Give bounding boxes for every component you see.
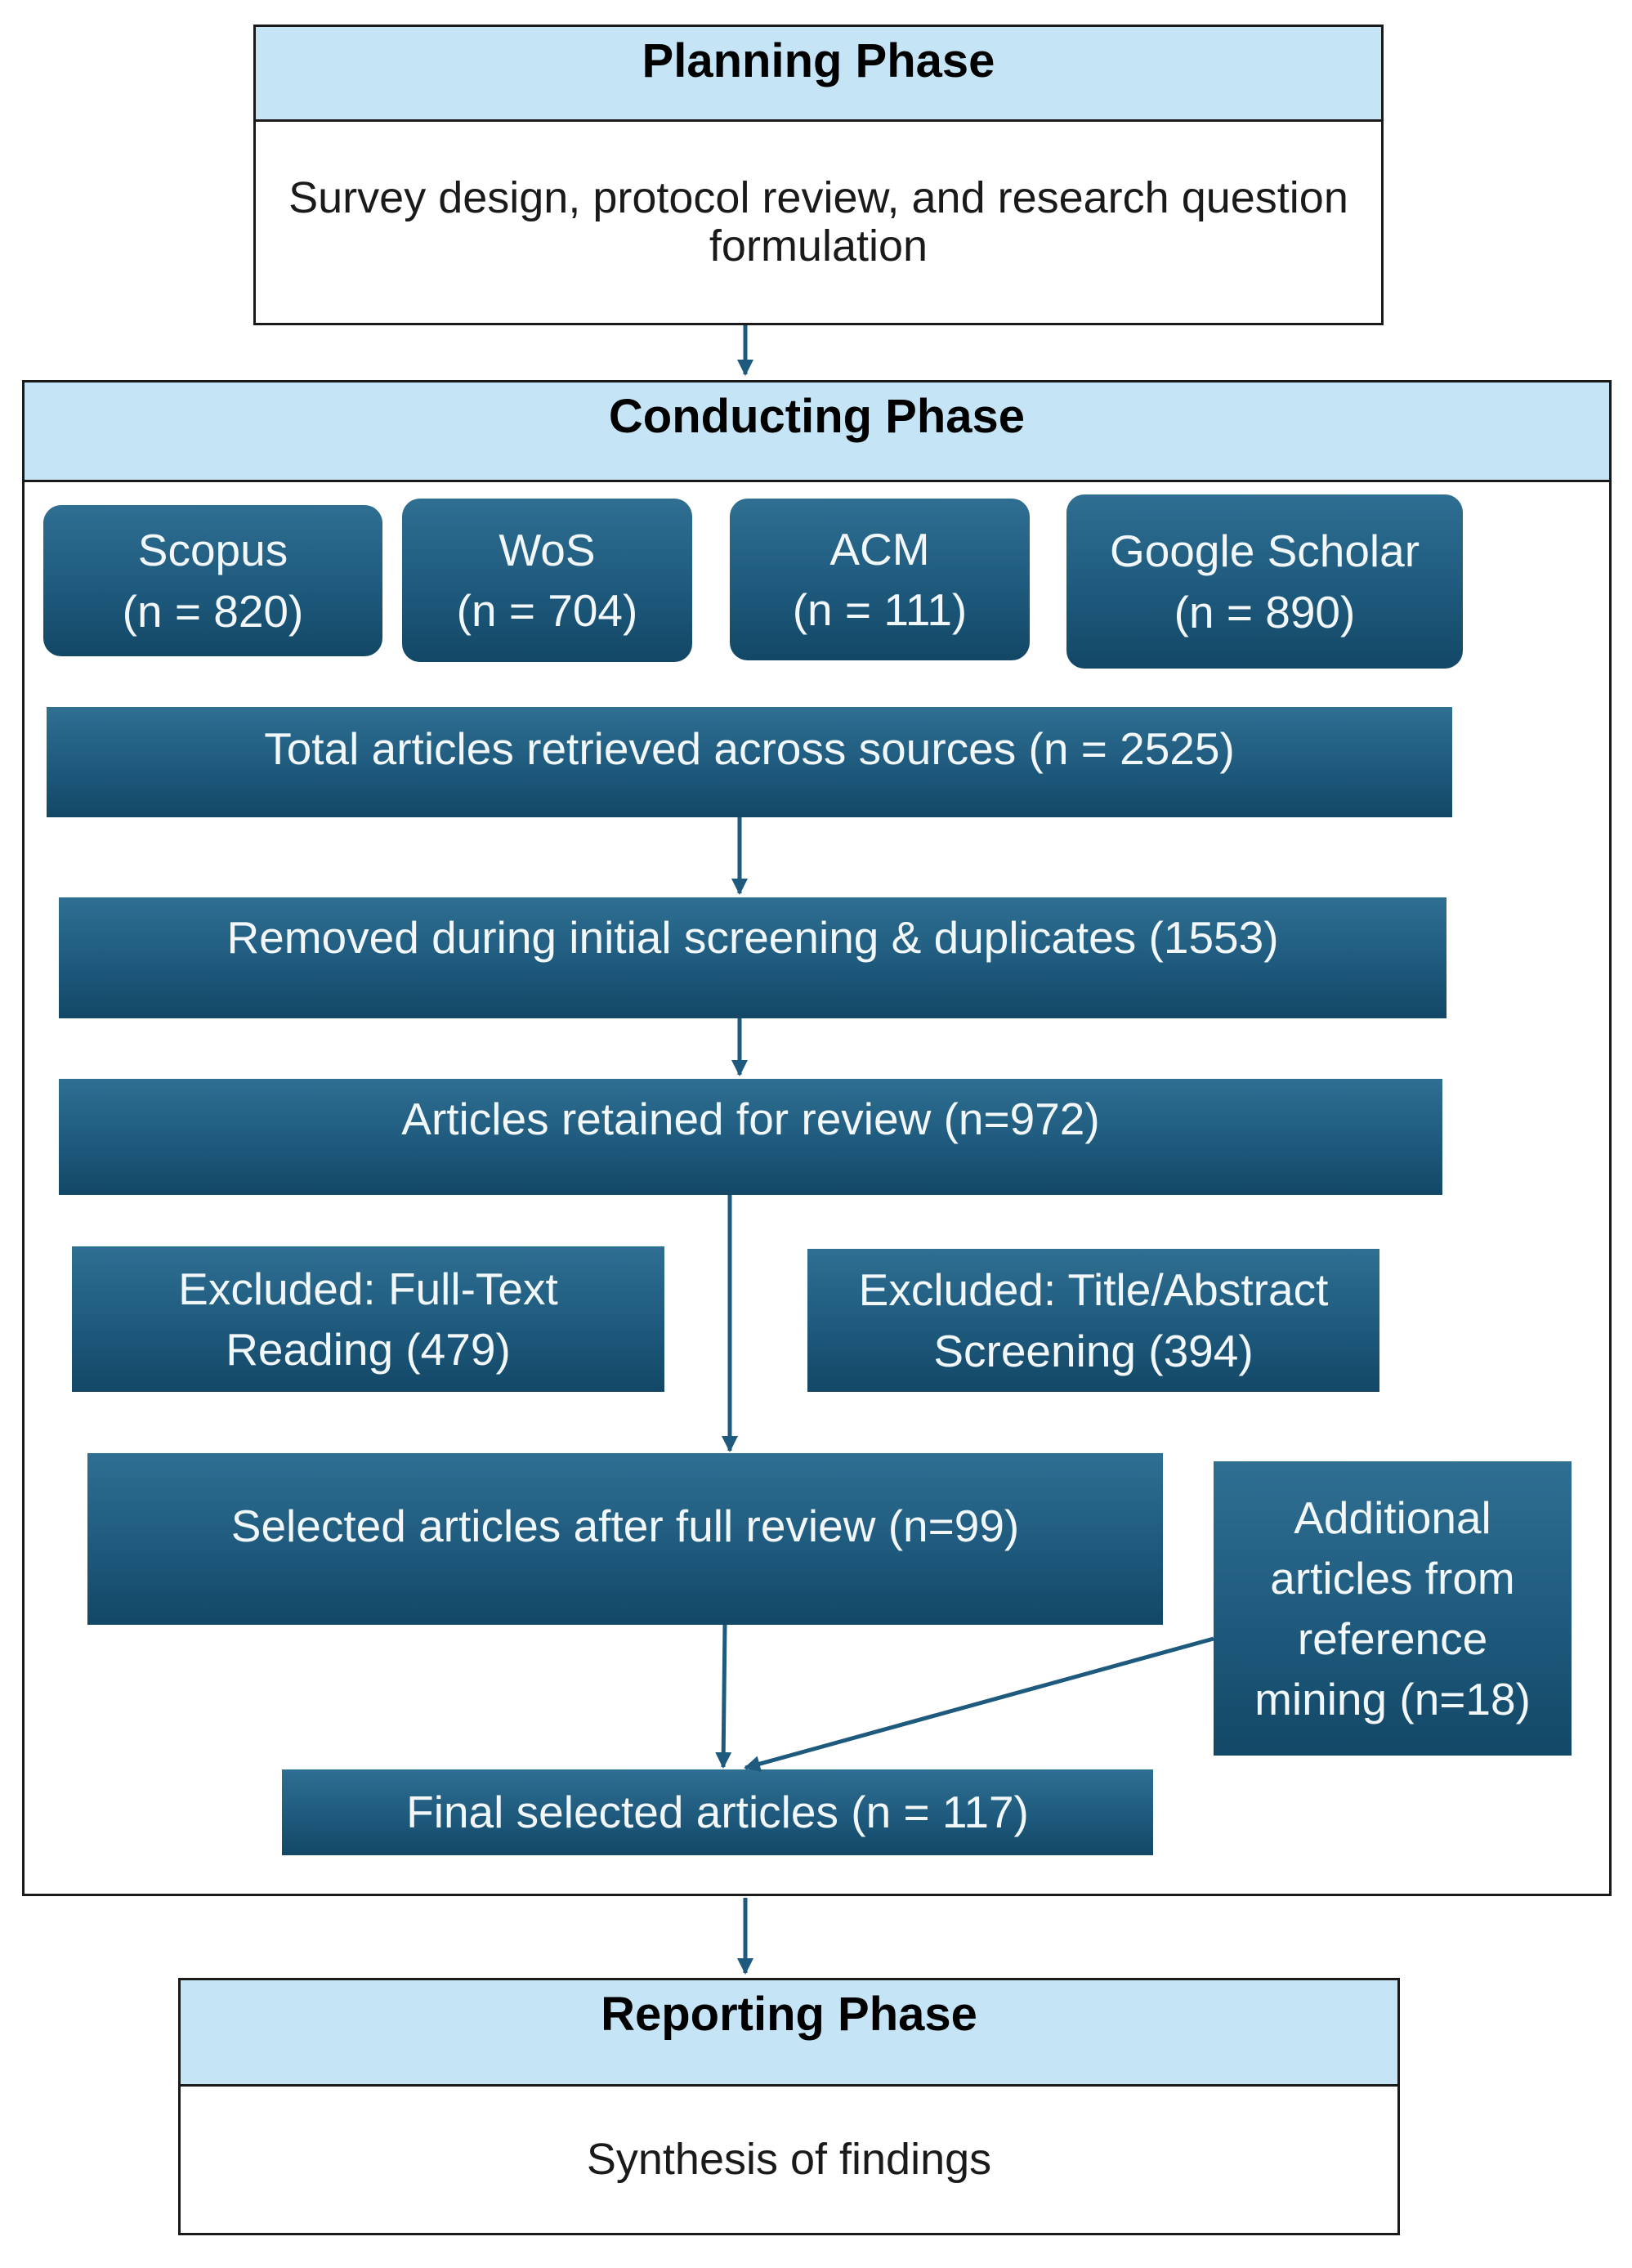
selected-label: Selected articles after full review (n=9… [230, 1501, 1020, 1551]
additional-line4: mining (n=18) [1254, 1674, 1531, 1725]
removed-box: Removed during initial screening & dupli… [59, 897, 1446, 1018]
additional-line3: reference [1297, 1613, 1488, 1664]
reporting-phase: Reporting Phase Synthesis of findings [178, 1978, 1400, 2235]
final-box: Final selected articles (n = 117) [282, 1769, 1153, 1855]
additional-box: Additional articles from reference mining (… [1214, 1461, 1572, 1756]
final-label: Final selected articles (n = 117) [406, 1787, 1029, 1838]
source-acm: ACM (n = 111) [730, 499, 1030, 660]
source-count: (n = 820) [122, 585, 304, 637]
source-scopus: Scopus (n = 820) [43, 505, 382, 656]
source-count: (n = 890) [1174, 586, 1356, 637]
source-count: (n = 111) [792, 584, 968, 635]
reporting-phase-title: Reporting Phase [181, 1980, 1397, 2087]
planning-phase-body: Survey design, protocol review, and rese… [288, 172, 1348, 271]
reporting-phase-body: Synthesis of findings [586, 2134, 992, 2184]
source-name: Scopus [137, 525, 288, 576]
conducting-phase-title: Conducting Phase [25, 382, 1609, 482]
removed-label: Removed during initial screening & dupli… [226, 912, 1279, 963]
excluded-fulltext-line2: Reading (479) [226, 1324, 511, 1375]
source-wos: WoS (n = 704) [402, 499, 692, 662]
retained-label: Articles retained for review (n=972) [401, 1094, 1100, 1144]
additional-line1: Additional [1294, 1492, 1491, 1543]
source-name: ACM [829, 523, 930, 575]
source-google-scholar: Google Scholar (n = 890) [1066, 494, 1463, 669]
planning-phase-title: Planning Phase [256, 27, 1381, 122]
source-count: (n = 704) [456, 585, 638, 636]
additional-line2: articles from [1270, 1552, 1515, 1604]
excluded-title-line1: Excluded: Title/Abstract [858, 1264, 1329, 1316]
total-articles-label: Total articles retrieved across sources … [264, 723, 1235, 774]
source-name: Google Scholar [1109, 526, 1420, 577]
retained-box: Articles retained for review (n=972) [59, 1079, 1442, 1195]
source-name: WoS [499, 524, 596, 575]
total-articles-box: Total articles retrieved across sources … [47, 707, 1452, 817]
excluded-fulltext-line1: Excluded: Full-Text [178, 1263, 558, 1314]
selected-box: Selected articles after full review (n=9… [87, 1453, 1163, 1625]
excluded-title-line2: Screening (394) [933, 1325, 1254, 1376]
planning-phase: Planning Phase Survey design, protocol r… [253, 25, 1384, 325]
